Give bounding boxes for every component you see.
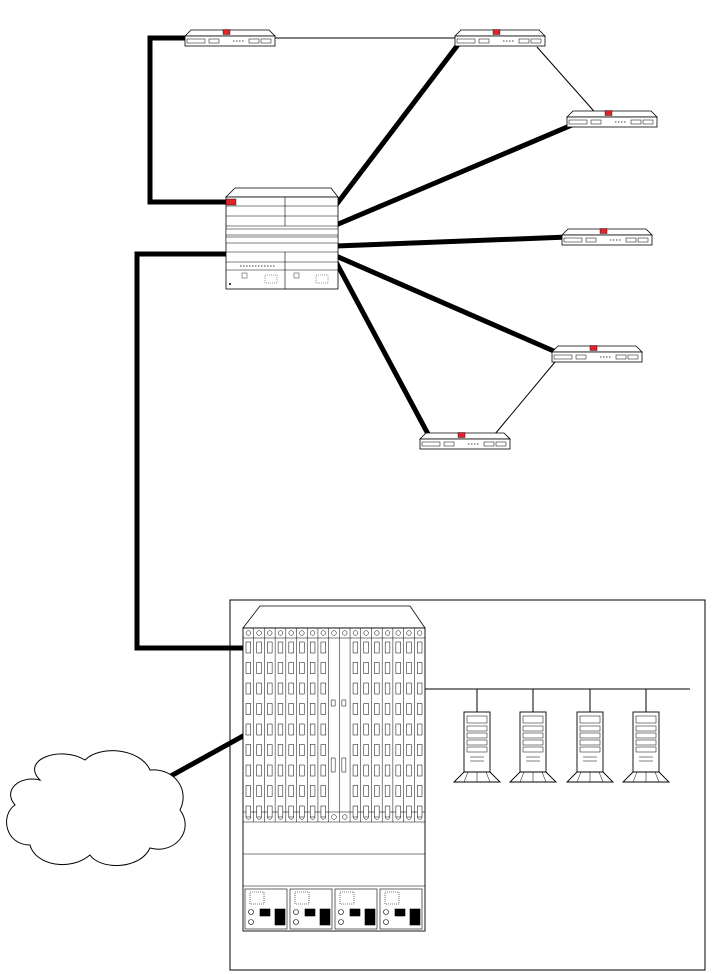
server-3-icon — [567, 712, 613, 782]
router-top-right-icon — [455, 30, 545, 47]
link-right-3-router-to-switch — [336, 256, 556, 352]
core-switch-icon — [226, 188, 338, 289]
server-4-icon — [623, 712, 669, 782]
router-right-2-icon — [562, 229, 652, 246]
link-top-right-to-right-1 — [537, 47, 600, 118]
router-bottom-icon — [420, 433, 510, 450]
cloud-icon — [7, 751, 186, 866]
router-top-left-icon — [185, 30, 275, 47]
server-2-icon — [510, 712, 556, 782]
modular-chassis-icon — [243, 606, 425, 931]
link-switch-to-main-chassis — [137, 254, 264, 648]
router-right-1-icon — [567, 111, 657, 128]
router-right-3-icon — [552, 346, 642, 363]
server-1-icon — [454, 712, 500, 782]
link-right-2-router-to-switch — [336, 237, 568, 246]
main-chassis-group — [230, 600, 705, 970]
link-right-1-router-to-switch — [336, 125, 572, 225]
link-top-left-router-to-switch — [150, 38, 228, 202]
link-right-3-to-bottom — [495, 362, 555, 434]
link-cloud-to-main-chassis — [160, 731, 252, 782]
